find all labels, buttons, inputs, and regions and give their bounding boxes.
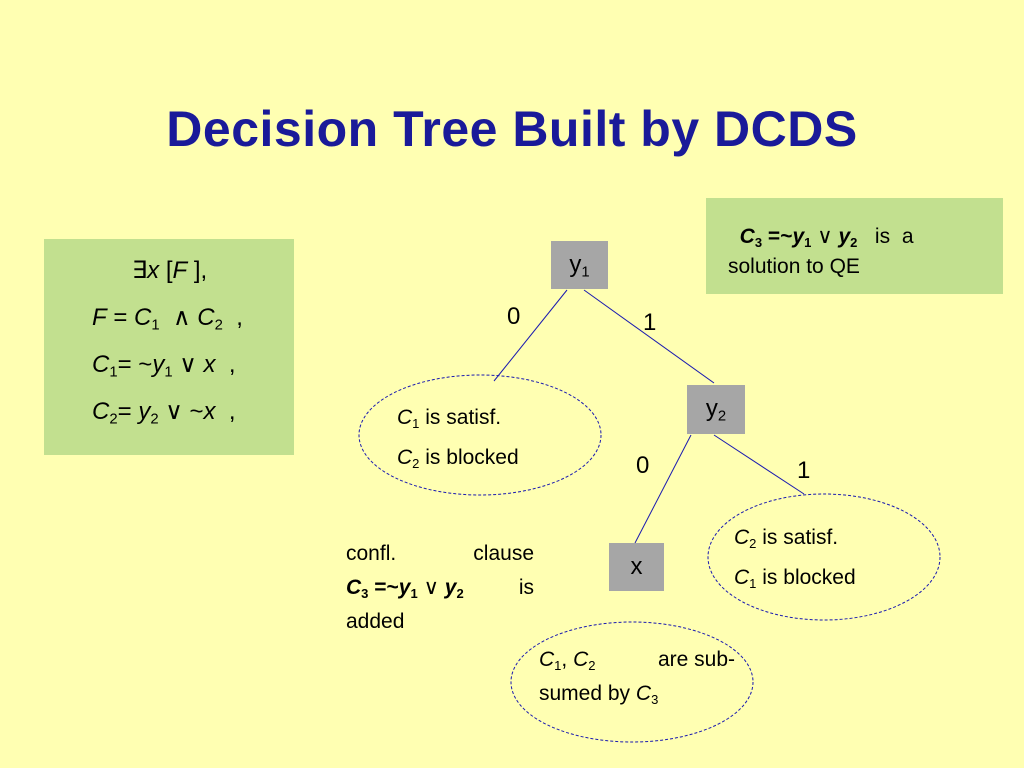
bottom-ellipse-text: C1, C2 are sub- sumed by C3 bbox=[539, 643, 735, 711]
conflict-clause-note: confl.clause C3 =~y1 ∨ y2 is added bbox=[346, 537, 534, 639]
edge-y1-to-y2 bbox=[583, 289, 715, 384]
ellipse-right-line-1: C2 is satisf. bbox=[734, 526, 839, 551]
node-x: x bbox=[609, 543, 664, 591]
edge-y1-to-left bbox=[493, 289, 568, 382]
edge-y2-to-x bbox=[634, 434, 692, 544]
formula-line-2: F = C1 ∧ C2 , bbox=[92, 304, 243, 334]
edge-label-y1-left: 0 bbox=[507, 303, 521, 330]
note-line-2: C3 =~y1 ∨ y2 is bbox=[346, 576, 534, 601]
node-y1: y1 bbox=[551, 241, 608, 289]
ellipse-left-text: C1 is satisf. C2 is blocked bbox=[397, 398, 519, 478]
formula-line-3: C1= ~y1 ∨ x , bbox=[92, 351, 236, 381]
ellipse-right-text: C2 is satisf. C1 is blocked bbox=[734, 518, 856, 598]
ellipse-bottom bbox=[510, 621, 754, 743]
node-y2: y2 bbox=[687, 385, 745, 434]
note-line-3: added bbox=[346, 610, 405, 633]
note-line-1: confl.clause bbox=[346, 542, 534, 565]
ellipse-left-line-2: C2 is blocked bbox=[397, 446, 519, 471]
ellipse-left bbox=[358, 374, 602, 496]
ellipse-right-line-2: C1 is blocked bbox=[734, 566, 856, 591]
bottom-line-1: C1, C2 are sub- bbox=[539, 648, 735, 673]
bottom-line-2: sumed by C3 bbox=[539, 682, 659, 707]
qe-solution-box: C3 =~y1 ∨ y2 is a solution to QE bbox=[706, 198, 1003, 294]
edge-label-y2-left: 0 bbox=[636, 452, 650, 479]
ellipse-left-line-1: C1 is satisf. bbox=[397, 406, 502, 431]
exists-symbol: ∃ bbox=[132, 257, 148, 284]
edge-label-y2-right: 1 bbox=[797, 457, 811, 484]
qe-line-2: solution to QE bbox=[728, 255, 860, 278]
formula-line-4: C2= y2 ∨ ~x , bbox=[92, 398, 236, 428]
slide-title: Decision Tree Built by DCDS bbox=[166, 101, 858, 157]
formula-line-1: ∃x [F ], bbox=[132, 257, 208, 284]
edge-y2-to-right bbox=[713, 434, 805, 495]
formula-box: ∃x [F ], F = C1 ∧ C2 , C1= ~y1 ∨ x , C2=… bbox=[44, 239, 294, 455]
edge-label-y1-right: 1 bbox=[643, 309, 657, 336]
qe-line-1: C3 =~y1 ∨ y2 is a bbox=[739, 225, 914, 250]
ellipse-right bbox=[707, 493, 941, 621]
